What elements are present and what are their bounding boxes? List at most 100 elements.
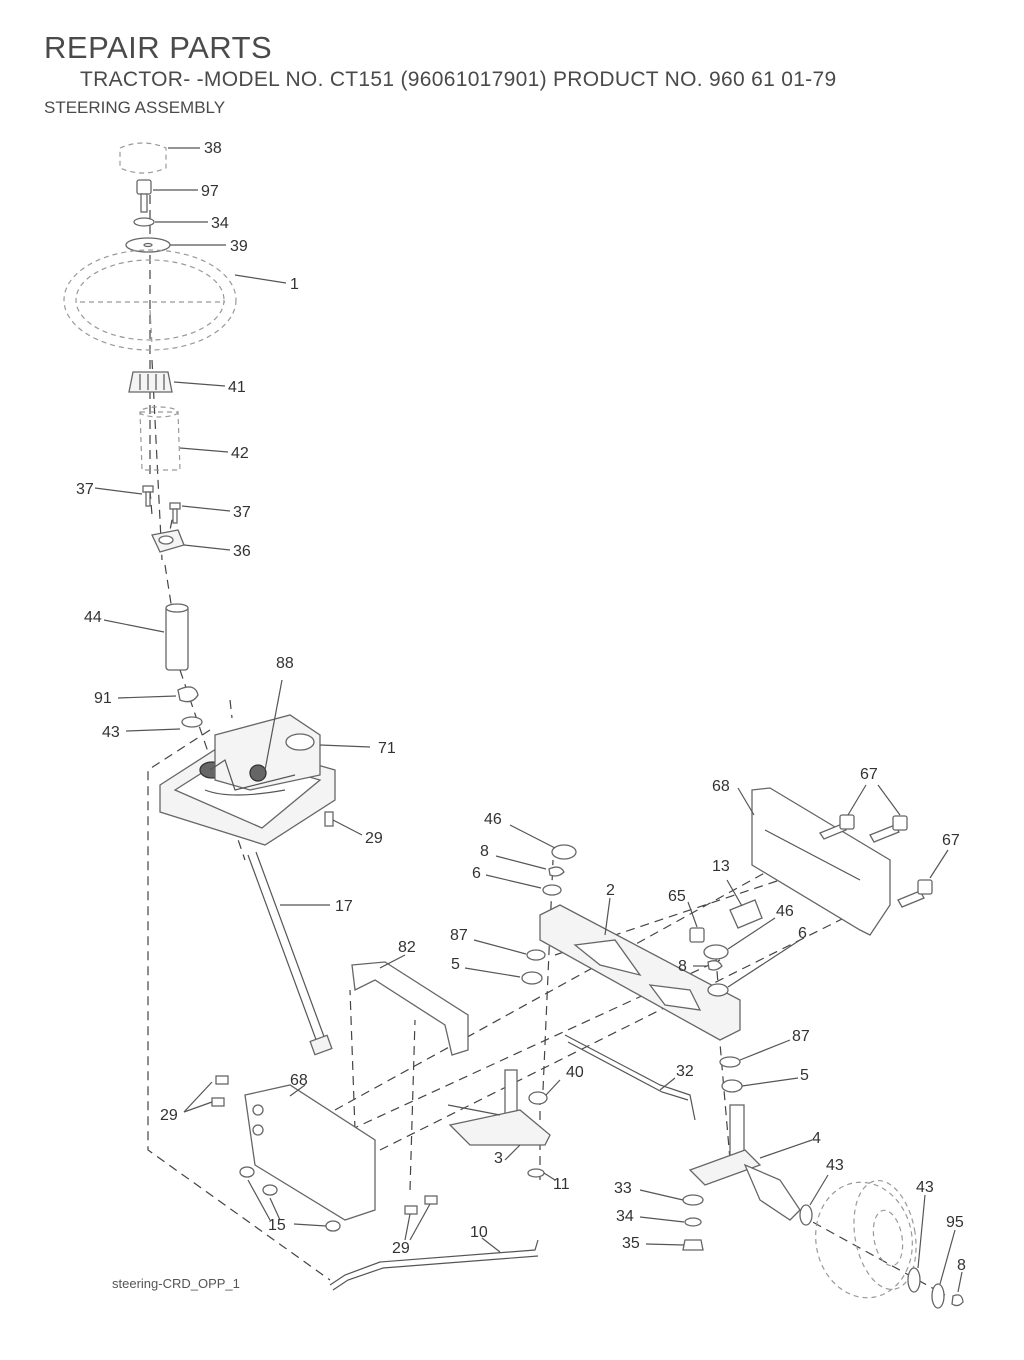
callout-36: 36 (233, 543, 251, 560)
wheel-hardware (907, 1194, 964, 1309)
washer-43-upper (125, 716, 203, 732)
axle-2 (539, 897, 741, 1041)
callout-34: 34 (616, 1208, 634, 1225)
spindle-3 (447, 1069, 551, 1161)
callout-97: 97 (201, 183, 219, 200)
shaft-44 (103, 603, 189, 671)
cap-38 (119, 142, 200, 174)
tie-rod-32 (564, 1034, 696, 1121)
washer-6-upper (485, 874, 562, 896)
callout-38: 38 (204, 140, 222, 157)
clip-8-right (693, 960, 723, 971)
callout-3: 3 (494, 1150, 503, 1167)
callout-8: 8 (957, 1257, 966, 1274)
bolts-29-left (183, 1075, 229, 1113)
callout-6: 6 (472, 865, 481, 882)
callout-29: 29 (160, 1107, 178, 1124)
washer-6-right (707, 939, 801, 997)
callout-68: 68 (290, 1072, 308, 1089)
bracket-68-lower (244, 1084, 376, 1221)
callout-15: 15 (268, 1217, 286, 1234)
callout-88: 88 (276, 655, 294, 672)
callout-11: 11 (553, 1176, 570, 1193)
assembly-guide-lines (147, 180, 946, 1296)
bolts-29-lower (404, 1195, 438, 1241)
callout-65: 65 (668, 888, 686, 905)
cap-46-right (703, 917, 776, 960)
screw-37-left (94, 485, 154, 507)
callout-67: 67 (942, 832, 960, 849)
bolt-97 (136, 179, 198, 213)
bolt-29-upper (324, 811, 363, 836)
callout-8: 8 (480, 843, 489, 860)
steering-gear-71 (159, 714, 371, 846)
callout-labels: 38 97 34 39 1 41 42 37 37 36 44 88 91 43… (76, 140, 966, 1274)
washer-5-right (721, 1077, 799, 1093)
callout-5: 5 (800, 1067, 809, 1084)
washer-11 (527, 1168, 556, 1181)
bolts-67 (819, 784, 949, 908)
washers-33-34-35 (639, 1189, 704, 1251)
steering-wheel-1 (63, 249, 287, 351)
washer-5-left (464, 967, 543, 985)
callout-1: 1 (290, 276, 299, 293)
callout-68: 68 (712, 778, 730, 795)
nuts-15 (239, 1166, 341, 1232)
callout-32: 32 (676, 1063, 694, 1080)
callout-87: 87 (450, 927, 468, 944)
callout-41: 41 (228, 379, 246, 396)
nut-40 (528, 1079, 561, 1105)
clip-8-upper (495, 855, 565, 877)
callout-6: 6 (798, 925, 807, 942)
callout-10: 10 (470, 1224, 488, 1241)
bracket-82 (351, 954, 469, 1056)
fitting-88 (264, 679, 283, 771)
callout-67: 67 (860, 766, 878, 783)
drag-link-10 (329, 1237, 539, 1291)
callout-29: 29 (392, 1240, 410, 1257)
callout-87: 87 (792, 1028, 810, 1045)
callout-91: 91 (94, 690, 112, 707)
washer-43-spindle (799, 1174, 829, 1226)
page-title: REPAIR PARTS (44, 30, 273, 65)
callout-8: 8 (678, 958, 687, 975)
callout-34: 34 (211, 215, 229, 232)
callout-33: 33 (614, 1180, 632, 1197)
callout-29: 29 (365, 830, 383, 847)
callout-46: 46 (776, 903, 794, 920)
callout-39: 39 (230, 238, 248, 255)
screw-37-right (169, 502, 231, 524)
callout-95: 95 (946, 1214, 964, 1231)
bushing-13 (726, 879, 763, 929)
callout-17: 17 (335, 898, 353, 915)
callout-71: 71 (378, 740, 396, 757)
section-title: STEERING ASSEMBLY (44, 98, 226, 117)
boot-42 (139, 406, 229, 471)
callout-42: 42 (231, 445, 249, 462)
spacer-65 (687, 901, 705, 943)
callout-44: 44 (84, 609, 102, 626)
washer-39 (125, 237, 226, 253)
washer-87-left (473, 939, 546, 961)
callout-2: 2 (606, 882, 615, 899)
model-subtitle: TRACTOR- -MODEL NO. CT151 (96061017901) … (80, 68, 837, 91)
spindle-4 (688, 1104, 813, 1221)
callout-82: 82 (398, 939, 416, 956)
callout-5: 5 (451, 956, 460, 973)
callout-46: 46 (484, 811, 502, 828)
lockwasher-34 (133, 217, 208, 227)
bushing-36 (151, 529, 231, 553)
cap-46-upper (509, 824, 577, 860)
callout-43: 43 (102, 724, 120, 741)
adapter-41 (128, 371, 226, 393)
pinion-shaft-17 (247, 851, 333, 1056)
callout-4: 4 (812, 1130, 821, 1147)
clip-91 (117, 686, 199, 703)
callout-40: 40 (566, 1064, 584, 1081)
washer-87-right (719, 1039, 791, 1068)
frame-bracket-68-upper (737, 787, 891, 936)
callout-37: 37 (233, 504, 251, 521)
figure-reference: steering-CRD_OPP_1 (112, 1276, 240, 1291)
